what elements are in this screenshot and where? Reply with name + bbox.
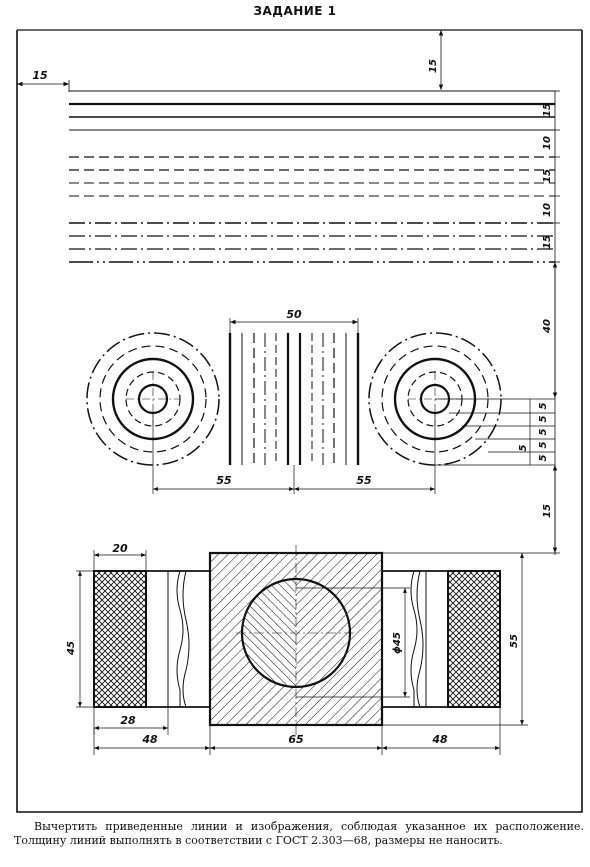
vertical-line-bands: [228, 318, 360, 465]
dim-ring-4: 5: [538, 441, 549, 448]
dim-ring-6: 5: [538, 454, 549, 461]
dim-45-lines: [76, 570, 94, 708]
dim-ring-5: 5: [518, 444, 529, 451]
dim-line-gap-3: 15: [542, 169, 553, 183]
dim-left-offset: 15: [32, 69, 48, 82]
dim-top-20: 20: [112, 542, 128, 555]
dim-top-offset: 15: [428, 59, 439, 73]
page-title: ЗАДАНИЕ 1: [253, 4, 337, 18]
dim-ring-1: 5: [538, 402, 549, 409]
dim-right-48: 48: [431, 733, 448, 746]
line-types-section: 15 15 15 10 15 10 15: [17, 30, 560, 555]
dim-distance-left: 55: [216, 474, 232, 487]
dim-ring-3: 5: [538, 428, 549, 435]
dim-line-gap-4: 10: [542, 203, 553, 217]
central-sectioned-block: [208, 545, 384, 735]
dim-bottom-28: 28: [120, 714, 136, 727]
dim-line-gap-1: 15: [542, 103, 553, 117]
dim-55-lines: [382, 553, 528, 726]
dim-line-gap-2: 10: [542, 136, 553, 150]
bottom-dimension-chain: [93, 707, 501, 755]
dim-diameter: ϕ45: [392, 632, 403, 654]
dim-20-lines: [93, 550, 147, 571]
dim-center-65: 65: [288, 733, 304, 746]
dim-line-gap-5: 15: [542, 235, 553, 249]
task-caption: Вычертить приведенные линии и изображени…: [14, 820, 584, 847]
dim-gap-15: 15: [542, 504, 553, 518]
dim-ring-2: 5: [538, 415, 549, 422]
dim-gap-40: 40: [542, 319, 553, 334]
dim-distance-right: 55: [356, 474, 372, 487]
dim-height-55: 55: [509, 634, 520, 648]
right-crosshatched-block: [382, 570, 501, 708]
ring-dimensions: [435, 398, 555, 466]
center-distance-dimensions: [152, 413, 436, 494]
dim-width-50: 50: [286, 308, 302, 321]
dim-height-45: 45: [66, 641, 77, 656]
page-frame: [16, 29, 583, 813]
diameter-dimension: [296, 587, 410, 698]
left-crosshatched-block: [93, 570, 210, 708]
dim-left-48: 48: [141, 733, 158, 746]
